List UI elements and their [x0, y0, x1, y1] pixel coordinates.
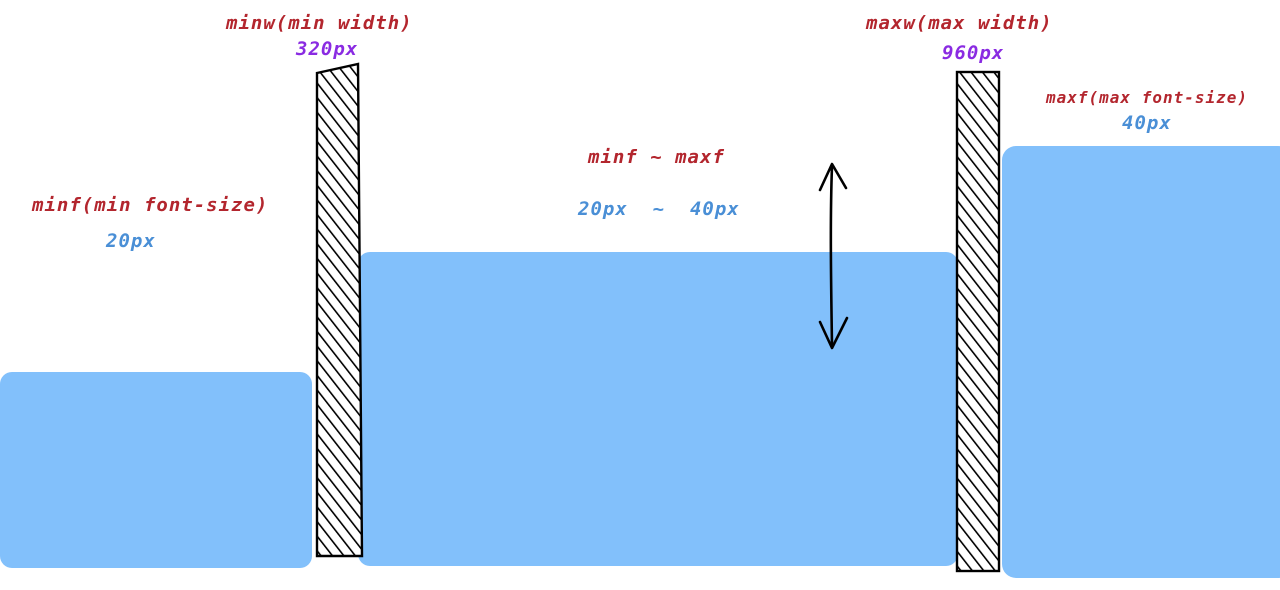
min-font-size-title: minf(min font-size): [32, 194, 269, 216]
large-screen-block: [1002, 146, 1280, 578]
min-width-title: minw(min width): [226, 12, 413, 34]
min-font-size-value: 20px: [106, 230, 156, 252]
max-width-bar: [955, 70, 1001, 573]
max-font-size-value: 40px: [1122, 112, 1172, 134]
small-screen-block: [0, 372, 312, 568]
min-width-bar: [315, 62, 364, 558]
font-range-value: 20px ~ 40px: [578, 198, 740, 220]
max-font-size-title: maxf(max font-size): [1046, 88, 1249, 107]
max-width-value: 960px: [942, 42, 1005, 64]
max-width-title: maxw(max width): [866, 12, 1053, 34]
double-headed-arrow-icon: [818, 162, 849, 350]
fluid-range-block: [358, 252, 958, 566]
min-width-value: 320px: [296, 38, 359, 60]
font-range-title: minf ~ maxf: [588, 146, 725, 168]
